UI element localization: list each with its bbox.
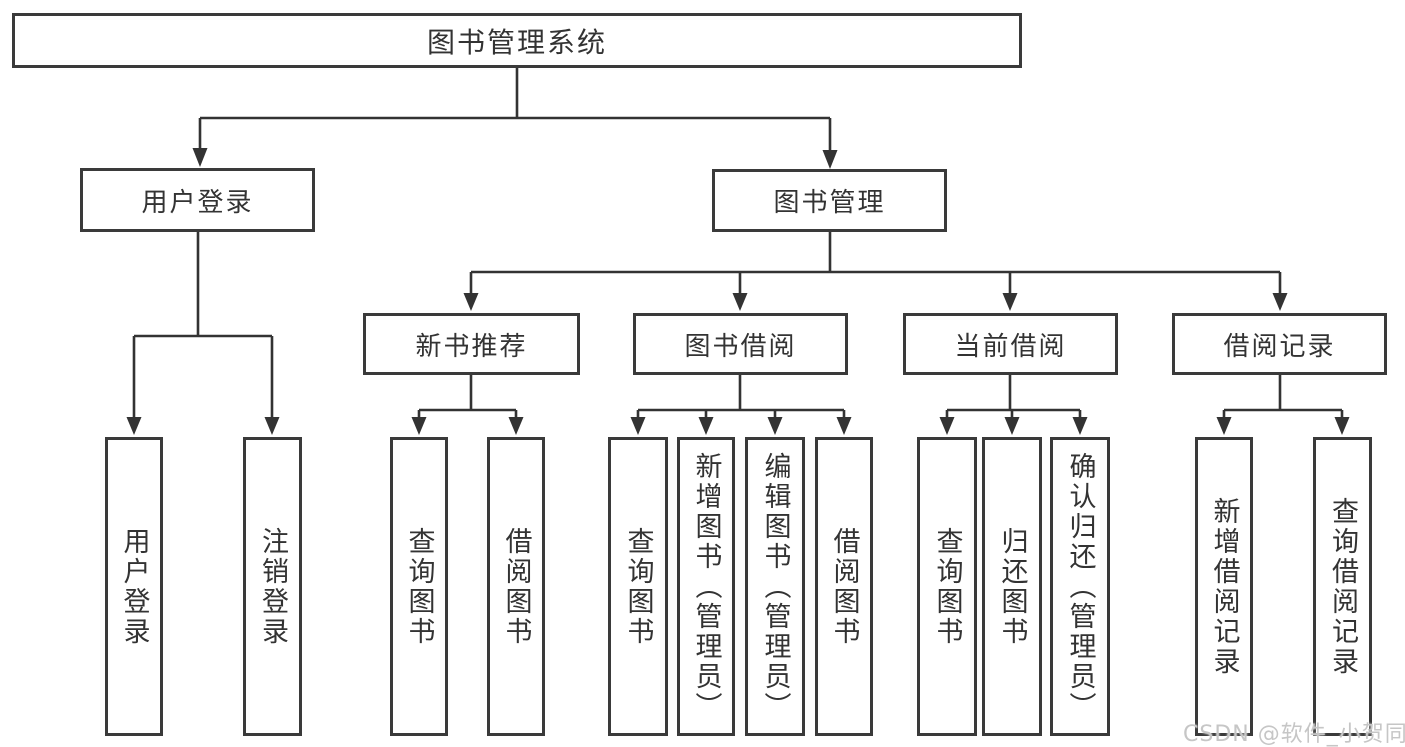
node-root: 图书管理系统 [12, 13, 1022, 68]
connector-bookborrow-to-leaves [630, 375, 852, 435]
leaf-query-books-current: 查询图书 [917, 437, 977, 736]
leaf-logout: 注销登录 [243, 437, 302, 736]
leaf-return-books-label: 归还图书 [996, 526, 1028, 647]
leaf-add-books-admin-label: 新增图书（管理员） [690, 451, 722, 722]
leaf-borrow-books-newbook-label: 借阅图书 [500, 526, 532, 647]
leaf-edit-books-admin-label: 编辑图书（管理员） [759, 451, 791, 722]
connector-root-to-level2 [192, 68, 838, 169]
leaf-query-books-borrowing-label: 查询图书 [622, 526, 654, 647]
leaf-add-borrow-record-label: 新增借阅记录 [1208, 496, 1240, 677]
leaf-return-books: 归还图书 [982, 437, 1042, 736]
leaf-user-login: 用户登录 [105, 437, 163, 736]
connector-currentborrow-to-leaves [939, 375, 1088, 435]
node-user-login: 用户登录 [80, 168, 315, 232]
leaf-add-books-admin: 新增图书（管理员） [677, 437, 735, 736]
connector-userlogin-to-leaves [126, 232, 280, 435]
leaf-logout-label: 注销登录 [257, 526, 288, 647]
leaf-query-borrow-record-label: 查询借阅记录 [1327, 496, 1358, 677]
leaf-add-borrow-record: 新增借阅记录 [1195, 437, 1253, 736]
leaf-borrow-books-newbook: 借阅图书 [487, 437, 545, 736]
node-book-management-label: 图书管理 [773, 188, 886, 218]
leaf-user-login-label: 用户登录 [118, 526, 150, 647]
csdn-watermark: CSDN @软件_小贺同学 [1183, 722, 1405, 747]
leaf-query-borrow-record: 查询借阅记录 [1313, 437, 1372, 736]
node-current-borrowing-label: 当前借阅 [954, 331, 1067, 362]
leaf-query-books-newbook-label: 查询图书 [403, 526, 435, 647]
connector-records-to-leaves [1216, 375, 1350, 435]
leaf-query-books-current-label: 查询图书 [931, 526, 963, 647]
node-book-management: 图书管理 [712, 169, 947, 232]
leaf-edit-books-admin: 编辑图书（管理员） [745, 437, 805, 736]
node-user-login-label: 用户登录 [141, 187, 254, 218]
leaf-query-books-borrowing: 查询图书 [608, 437, 668, 736]
node-new-book-recommend-label: 新书推荐 [415, 331, 528, 362]
connector-newbook-to-leaves [411, 375, 524, 435]
node-book-borrowing: 图书借阅 [633, 313, 848, 375]
node-root-label: 图书管理系统 [426, 25, 607, 59]
leaf-confirm-return-admin-label: 确认归还（管理员） [1064, 451, 1096, 722]
connector-bookmgmt-to-level3 [463, 232, 1288, 311]
node-borrowing-records: 借阅记录 [1172, 313, 1387, 375]
node-current-borrowing: 当前借阅 [903, 313, 1118, 375]
node-new-book-recommend: 新书推荐 [363, 313, 580, 375]
leaf-query-books-newbook: 查询图书 [390, 437, 448, 736]
leaf-confirm-return-admin: 确认归还（管理员） [1050, 437, 1110, 736]
leaf-borrow-books-borrowing-label: 借阅图书 [828, 526, 860, 647]
node-borrowing-records-label: 借阅记录 [1223, 331, 1336, 362]
node-book-borrowing-label: 图书借阅 [684, 331, 797, 362]
leaf-borrow-books-borrowing: 借阅图书 [815, 437, 873, 736]
